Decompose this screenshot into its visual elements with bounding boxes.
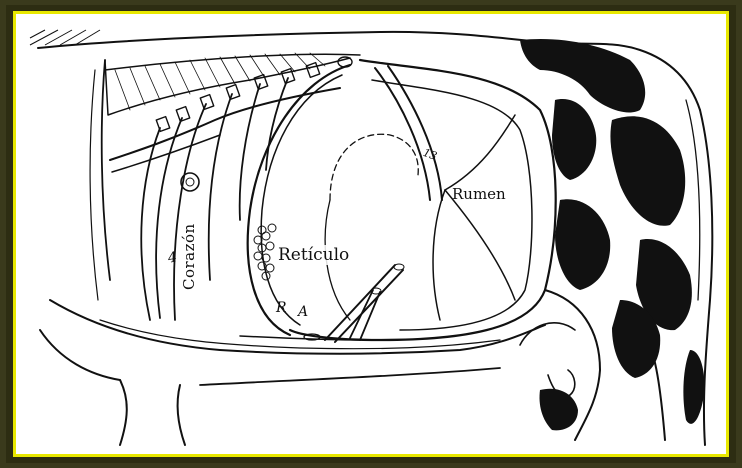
heart-label: Corazón — [180, 223, 198, 290]
cow-spots — [520, 39, 704, 430]
label-letter-a: A — [298, 304, 308, 320]
front-leg-outline — [120, 380, 127, 445]
dorsal-outline-inner — [105, 54, 360, 70]
reticulum-label: Retículo — [276, 245, 351, 265]
rumen-label: Rumen — [452, 185, 506, 203]
label-letter-r: R — [276, 300, 287, 316]
